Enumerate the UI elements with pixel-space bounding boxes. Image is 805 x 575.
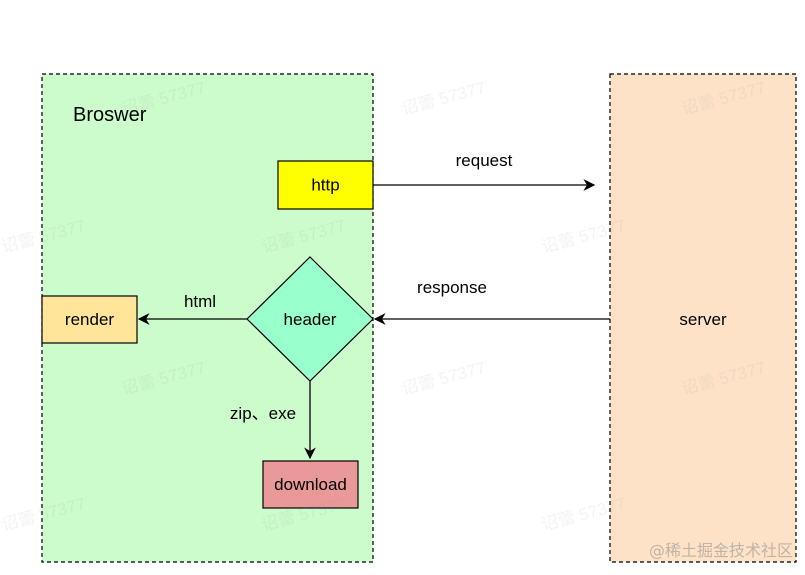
download-node bbox=[262, 460, 359, 509]
response-label: response bbox=[417, 278, 487, 297]
download-node-label: download bbox=[274, 475, 347, 494]
render-node-label: render bbox=[65, 310, 114, 329]
server-label: server bbox=[679, 310, 727, 329]
html-label: html bbox=[184, 292, 216, 311]
header-node-label: header bbox=[284, 310, 337, 329]
render-node bbox=[41, 295, 138, 344]
zip-exe-label: zip、exe bbox=[230, 404, 296, 423]
watermark-credit: @稀土掘金技术社区 bbox=[648, 541, 793, 560]
server-container bbox=[609, 73, 797, 563]
request-label: request bbox=[456, 151, 513, 170]
browser-label: Broswer bbox=[73, 104, 147, 126]
http-node-label: http bbox=[311, 176, 339, 195]
